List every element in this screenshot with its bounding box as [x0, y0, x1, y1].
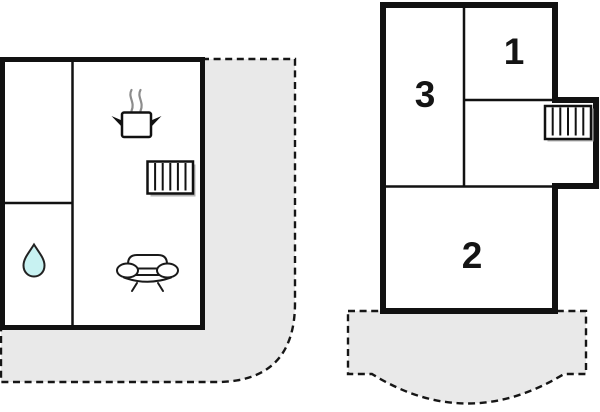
water-drop-icon: [22, 242, 46, 278]
sofa-icon: [116, 254, 179, 292]
steam-wave-right: [138, 88, 143, 113]
steam-wave-left: [129, 88, 134, 113]
right-floor-plan: 1 3 2: [380, 2, 599, 314]
sofa-leg-left: [131, 282, 138, 292]
room-2-label: 2: [462, 235, 483, 276]
radiator-fins: [551, 107, 585, 136]
radiator-fins: [154, 163, 187, 191]
right-building-outer-wall: [380, 2, 599, 314]
left-floor-plan: [0, 57, 205, 330]
room-3-label: 3: [415, 74, 436, 115]
terrace-right-outline: [346, 309, 588, 405]
terrace-left-fill: [1, 59, 295, 382]
terrace-right-fill: [348, 311, 586, 404]
sofa-leg-right: [157, 282, 164, 292]
cooking-pot-icon: [111, 111, 162, 139]
terrace-left-outline: [0, 57, 297, 384]
terrace-left: [0, 57, 297, 384]
radiator-icon: [543, 104, 594, 142]
sofa-base: [123, 276, 172, 283]
steam-icon: [129, 88, 143, 113]
sofa-armrest-right: [156, 262, 179, 279]
pot-body: [120, 111, 153, 139]
pot-handle-right: [151, 116, 162, 127]
pot-handle-left: [111, 116, 122, 127]
water-drop-shape: [22, 242, 46, 278]
sofa-armrest-left: [116, 262, 139, 279]
terrace-right: [346, 309, 588, 405]
room-1-label: 1: [504, 31, 525, 72]
radiator-icon: [146, 160, 196, 197]
